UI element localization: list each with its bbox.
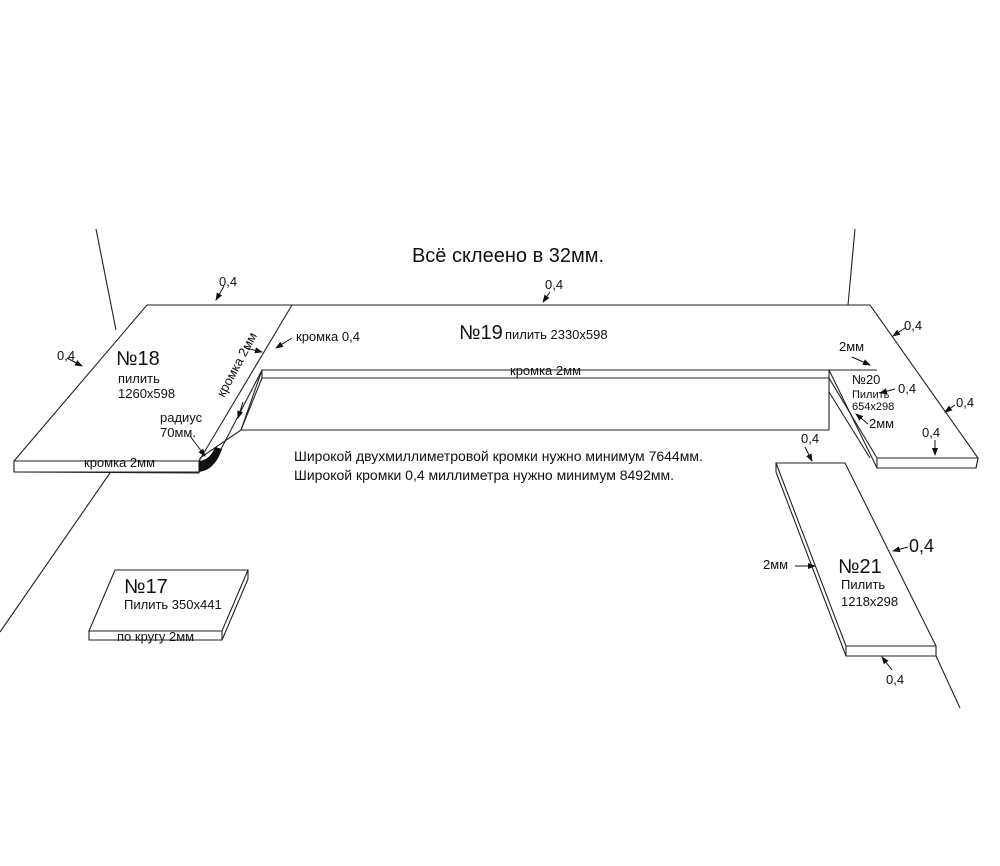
p21-left-label: 2мм <box>763 557 788 572</box>
p17-number: №17 <box>124 576 168 598</box>
p20-in2: 2мм <box>869 416 894 431</box>
note-thin-edge: Широкой кромки 0,4 миллиметра нужно мини… <box>294 467 674 483</box>
p18-size: 1260x598 <box>118 386 175 401</box>
p19-front-label: кромка 2мм <box>510 363 581 378</box>
radius-corner <box>199 447 222 472</box>
p19-side-label: кромка 0,4 <box>296 329 360 344</box>
p21-size: 1218x298 <box>841 594 898 609</box>
p21-top-label: 0,4 <box>801 431 819 446</box>
p20-top-label: 2мм <box>839 339 864 354</box>
p18-number: №18 <box>116 348 160 370</box>
panel-17 <box>88 569 249 641</box>
p18-radius-2: 70мм. <box>160 425 196 440</box>
note-wide-edge: Широкой двухмиллиметровой кромки нужно м… <box>294 448 703 464</box>
p20-number: №20 <box>852 372 880 387</box>
p18-cut: пилить <box>118 371 160 386</box>
p20-right-back: 0,4 <box>904 318 922 333</box>
p21-number: №21 <box>838 556 882 578</box>
p18-radius-1: радиус <box>160 410 203 425</box>
p21-right-label: 0,4 <box>909 536 934 556</box>
p21-front-label: 0,4 <box>886 672 904 687</box>
panel-21 <box>775 462 937 657</box>
p18-left-label: 0,4 <box>57 348 75 363</box>
diagram-title: Всё склеено в 32мм. <box>412 245 604 267</box>
p19-back-label: 0,4 <box>545 277 563 292</box>
p19-cut: пилить 2330x598 <box>505 327 608 342</box>
edge-arrows <box>66 285 956 671</box>
room-lines <box>0 228 961 709</box>
p20-in1: 0,4 <box>898 381 916 396</box>
p21-cut: Пилить <box>841 577 885 592</box>
p20-cut: Пилить <box>852 389 890 401</box>
p18-front-label: кромка 2мм <box>84 455 155 470</box>
panel-18-19 <box>13 304 979 474</box>
p17-cut: Пилить 350x441 <box>124 597 222 612</box>
p17-edge: по кругу 2мм <box>117 629 194 644</box>
p20-right-label: 0,4 <box>956 395 974 410</box>
p19-number: №19 <box>459 322 503 344</box>
p20-size: 654x298 <box>852 401 894 413</box>
p18-back-label: 0,4 <box>219 274 237 289</box>
p20-front-label: 0,4 <box>922 425 940 440</box>
